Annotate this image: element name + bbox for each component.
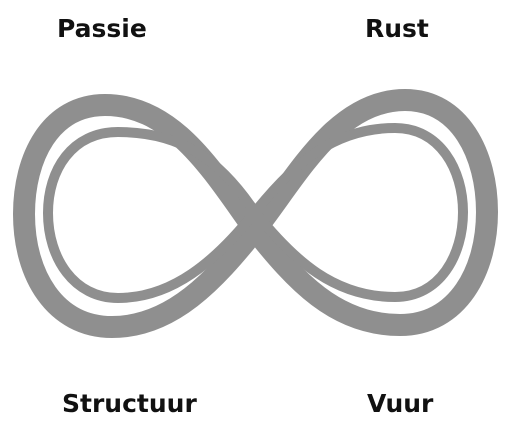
label-rust: Rust <box>365 14 429 44</box>
label-structuur: Structuur <box>62 389 197 419</box>
label-passie: Passie <box>57 14 147 44</box>
infinity-inner-band <box>48 128 463 298</box>
label-vuur: Vuur <box>367 389 433 419</box>
